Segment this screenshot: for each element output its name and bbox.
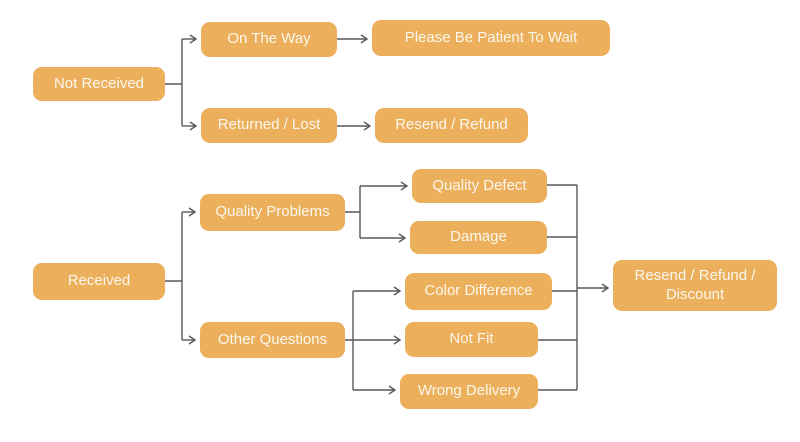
node-quality-defect: Quality Defect: [412, 169, 547, 203]
node-please-be-patient-to-wait: Please Be Patient To Wait: [372, 20, 610, 56]
edge-other-questions-trunk: [345, 291, 354, 390]
node-damage: Damage: [410, 221, 547, 254]
node-not-received: Not Received: [33, 67, 165, 101]
node-returned-lost: Returned / Lost: [201, 108, 337, 143]
edge-received-trunk: [165, 212, 183, 340]
node-resend-refund-discount: Resend / Refund / Discount: [613, 260, 777, 311]
node-not-fit: Not Fit: [405, 322, 538, 357]
node-resend-refund: Resend / Refund: [375, 108, 528, 143]
edge-not-received-trunk: [165, 39, 183, 126]
node-received: Received: [33, 263, 165, 300]
node-other-questions: Other Questions: [200, 322, 345, 358]
node-on-the-way: On The Way: [201, 22, 337, 57]
edge-quality-problems-trunk: [345, 186, 361, 238]
edge-converge-collector: [538, 184, 578, 391]
node-color-difference: Color Difference: [405, 273, 552, 310]
node-wrong-delivery: Wrong Delivery: [400, 374, 538, 409]
node-quality-problems: Quality Problems: [200, 194, 345, 231]
